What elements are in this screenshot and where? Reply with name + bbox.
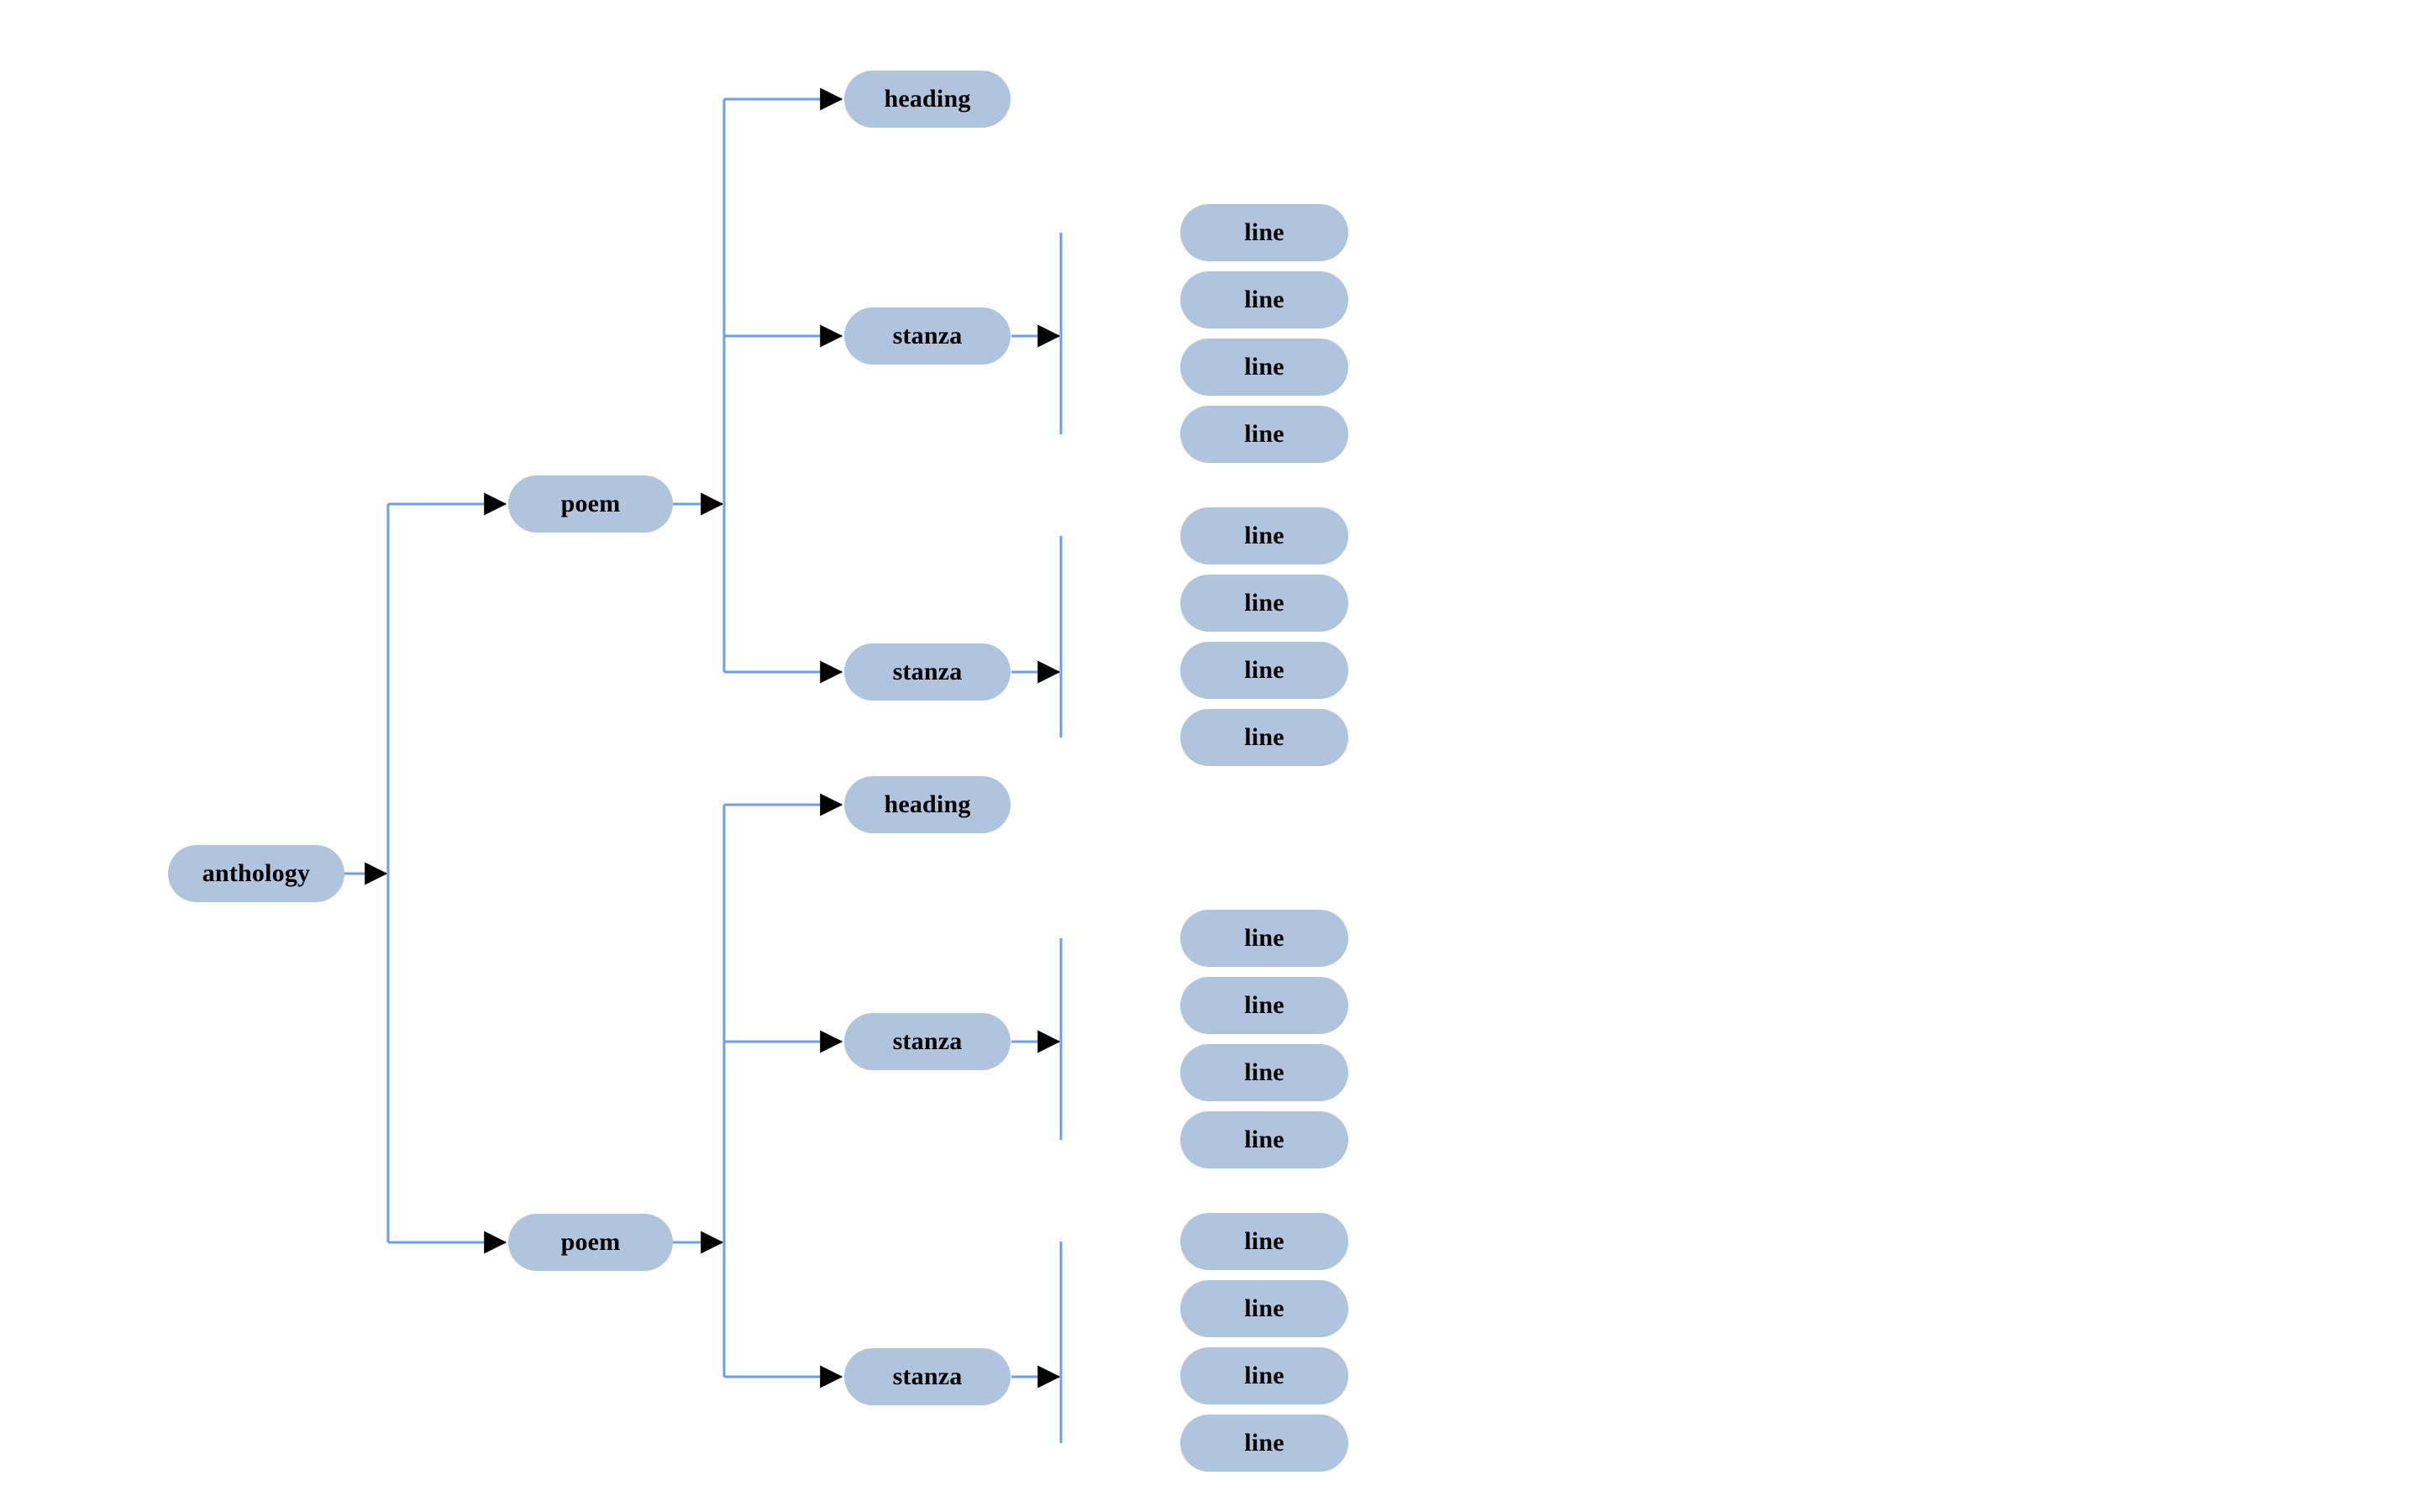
node-s1-line2[interactable]: line [1180,271,1348,328]
node-label: line [1244,991,1284,1019]
node-label: line [1244,420,1284,448]
node-label: line [1244,656,1284,684]
node-poem1[interactable]: poem [508,475,673,533]
node-label: stanza [892,322,963,349]
node-s2-line1[interactable]: line [1180,507,1348,564]
node-label: line [1244,1362,1284,1389]
node-anthology[interactable]: anthology [168,845,344,902]
node-s3-line1[interactable]: line [1180,910,1348,967]
node-s4-line3[interactable]: line [1180,1347,1348,1404]
node-label: line [1244,589,1284,617]
node-label: line [1244,286,1284,313]
node-s4-line2[interactable]: line [1180,1280,1348,1337]
node-label: poem [560,490,621,517]
node-label: poem [560,1228,621,1256]
node-s3-line2[interactable]: line [1180,977,1348,1034]
node-p1-stanza1[interactable]: stanza [844,307,1011,365]
node-label: line [1244,1227,1284,1255]
node-p2-stanza1[interactable]: stanza [844,1013,1011,1070]
node-s1-line1[interactable]: line [1180,204,1348,261]
node-label: line [1244,1429,1284,1457]
node-label: heading [884,85,971,113]
node-s2-line2[interactable]: line [1180,575,1348,632]
node-p2-heading[interactable]: heading [844,776,1011,833]
node-label: line [1244,723,1284,751]
node-label: stanza [892,658,963,685]
node-label: line [1244,1126,1284,1153]
edge-paths [344,87,1063,1443]
node-poem2[interactable]: poem [508,1214,673,1271]
node-label: line [1244,924,1284,952]
node-label: line [1244,353,1284,381]
node-label: line [1244,218,1284,246]
node-p1-heading[interactable]: heading [844,71,1011,128]
node-p1-stanza2[interactable]: stanza [844,643,1011,701]
node-s1-line3[interactable]: line [1180,339,1348,396]
node-label: line [1244,1058,1284,1086]
node-s3-line4[interactable]: line [1180,1111,1348,1168]
node-s2-line4[interactable]: line [1180,709,1348,766]
node-s4-line1[interactable]: line [1180,1213,1348,1270]
node-label: stanza [892,1362,963,1390]
node-s1-line4[interactable]: line [1180,406,1348,463]
node-label: heading [884,790,971,818]
node-s4-line4[interactable]: line [1180,1415,1348,1472]
node-label: stanza [892,1027,963,1055]
node-s3-line3[interactable]: line [1180,1044,1348,1101]
node-p2-stanza2[interactable]: stanza [844,1348,1011,1405]
node-label: anthology [202,859,311,887]
node-label: line [1244,522,1284,549]
node-s2-line3[interactable]: line [1180,642,1348,699]
node-label: line [1244,1294,1284,1322]
